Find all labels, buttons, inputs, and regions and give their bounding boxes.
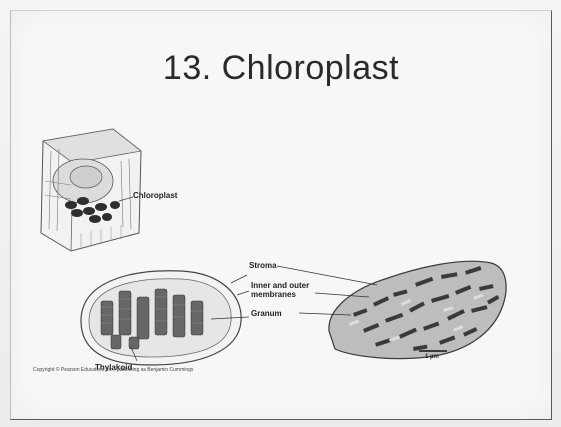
micrograph-leader-lines <box>277 263 397 333</box>
chloroplast-figure: Chloroplast <box>31 121 551 401</box>
label-scale-bar: 1 µm <box>425 354 439 360</box>
label-stroma: Stroma <box>249 261 277 270</box>
chloroplast-diagram <box>71 261 251 371</box>
label-chloroplast: Chloroplast <box>133 191 177 200</box>
copyright-notice: Copyright © Pearson Education, Inc., pub… <box>33 367 193 373</box>
slide-title: 13. Chloroplast <box>11 49 551 88</box>
slide: 13. Chloroplast <box>10 10 552 420</box>
